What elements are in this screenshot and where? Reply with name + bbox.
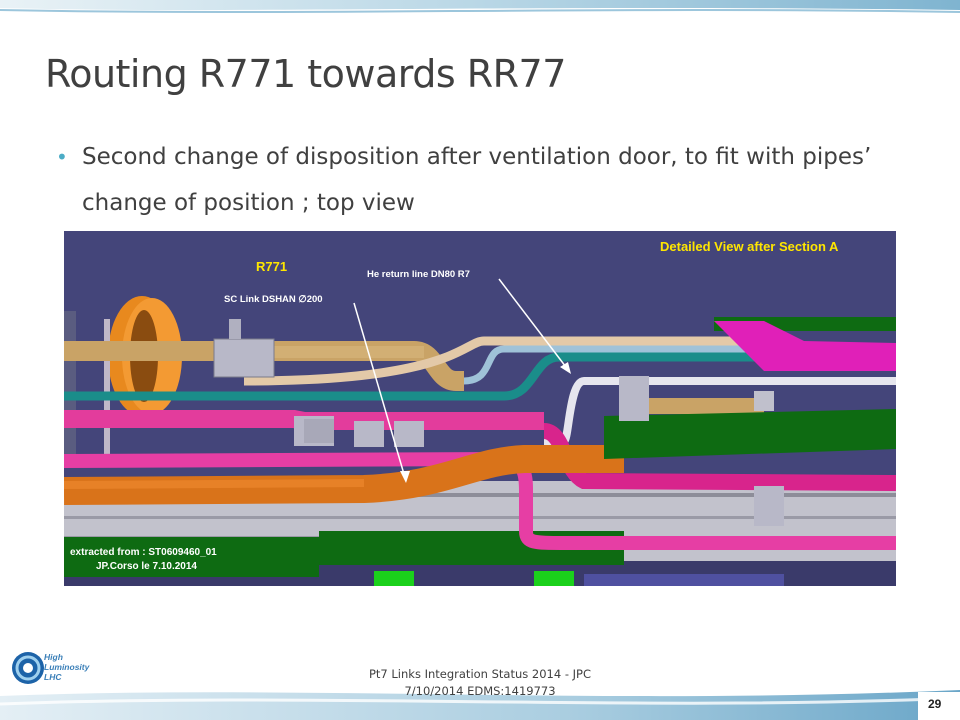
he-return-line-label: He return line DN80 R7: [367, 269, 470, 280]
bullet-item: • Second change of disposition after ven…: [56, 134, 918, 226]
source-reference-line-2: JP.Corso le 7.10.2014: [96, 561, 197, 572]
source-reference-line-1: extracted from : ST0609460_01: [70, 547, 217, 558]
footer-text: Pt7 Links Integration Status 2014 - JPC …: [330, 666, 630, 700]
top-wave-band: [0, 0, 960, 13]
figure-view-title: Detailed View after Section A: [660, 239, 839, 254]
figure-section-label: R771: [256, 259, 288, 274]
footer-text-line-1: Pt7 Links Integration Status 2014 - JPC: [368, 667, 592, 681]
footer-text-line-2: 7/10/2014 EDMS:1419773: [404, 684, 556, 698]
bottom-wave-band: [0, 690, 960, 720]
page-number: 29: [928, 697, 942, 711]
logo-text-line-3: LHC: [44, 672, 62, 682]
logo-text-line-1: High: [44, 652, 63, 662]
logo-text: High Luminosity LHC: [44, 652, 89, 682]
cad-top-view-figure: Detailed View after Section A R771 He re…: [64, 231, 896, 586]
slide-title: Routing R771 towards RR77: [45, 52, 566, 96]
hl-lhc-logo-icon: [12, 652, 44, 684]
bullet-text: Second change of disposition after venti…: [82, 144, 872, 216]
sc-link-label: SC Link DSHAN ∅200: [224, 294, 323, 305]
logo-text-line-2: Luminosity: [44, 662, 90, 672]
cad-drawing: [64, 231, 896, 586]
bullet-dot-icon: •: [56, 145, 68, 169]
